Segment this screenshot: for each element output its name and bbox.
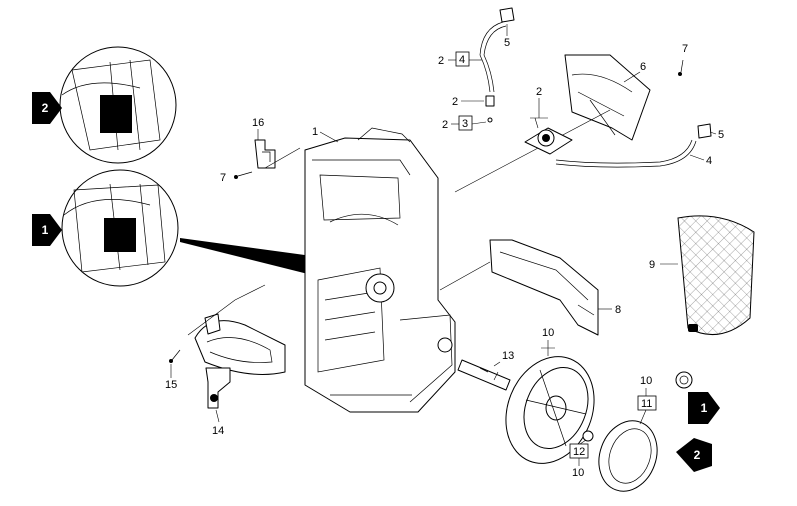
hub-cap	[598, 420, 658, 492]
svg-text:11: 11	[641, 398, 652, 410]
handle-frame	[187, 284, 286, 409]
direction-marker-1-right: 1	[688, 392, 720, 424]
callout-5-right: 5	[718, 129, 724, 141]
svg-text:12: 12	[573, 446, 585, 458]
callout-16: 16	[252, 117, 264, 129]
cap-10	[675, 371, 693, 389]
hose-right	[555, 139, 697, 168]
callout-labels: 1 2 4 5 2 2 3 2 6 7 5 4 16 7 9	[165, 24, 724, 479]
callout-11-box: 11	[637, 395, 657, 411]
fitting-5-right	[697, 123, 712, 139]
callout-7-top: 7	[682, 43, 688, 55]
callout-6: 6	[640, 61, 646, 73]
axle	[457, 359, 511, 391]
direction-marker-2-left: 2	[32, 92, 62, 124]
detail-view-1	[61, 169, 179, 287]
callout-4-top-box: 4	[455, 51, 470, 67]
callout-8: 8	[615, 304, 621, 316]
screw-15	[169, 349, 181, 363]
screw-7-left	[234, 171, 253, 179]
callout-2-right: 2	[536, 86, 542, 98]
svg-text:2: 2	[42, 101, 49, 115]
detail-view-2	[59, 46, 177, 164]
callout-1: 1	[312, 126, 318, 138]
callout-10-wheel: 10	[542, 327, 554, 339]
callout-13: 13	[502, 350, 514, 362]
fitting-5-top	[499, 7, 515, 23]
callout-4-right: 4	[706, 155, 712, 167]
callout-7-left: 7	[220, 172, 226, 184]
callout-14: 14	[212, 425, 224, 437]
svg-text:2: 2	[694, 448, 701, 462]
main-housing	[304, 127, 456, 413]
svg-text:4: 4	[459, 54, 465, 66]
callout-2-top: 2	[438, 55, 444, 67]
callout-12-box: 12	[569, 443, 589, 459]
direction-marker-1-left: 1	[32, 214, 62, 246]
callout-5-top: 5	[504, 37, 510, 49]
callout-2-mid: 2	[452, 96, 458, 108]
direction-marker-2-right: 2	[676, 438, 712, 472]
bracket-part	[254, 139, 301, 169]
svg-text:3: 3	[462, 118, 468, 130]
hose-top	[479, 21, 507, 123]
mesh-filter	[677, 215, 755, 335]
callout-10-cap: 10	[640, 375, 652, 387]
callout-3-box: 3	[458, 115, 473, 131]
svg-text:1: 1	[42, 223, 49, 237]
svg-text:1: 1	[701, 401, 708, 415]
valve-assembly	[524, 117, 573, 155]
callout-9: 9	[649, 259, 655, 271]
callout-15: 15	[165, 379, 177, 391]
callout-2-box3: 2	[442, 119, 448, 131]
upper-cover	[454, 54, 651, 193]
callout-10-bottom: 10	[572, 467, 584, 479]
screw-7-top	[678, 59, 684, 76]
wheel	[505, 356, 595, 464]
side-cover	[439, 239, 599, 336]
ring-12	[582, 430, 594, 442]
